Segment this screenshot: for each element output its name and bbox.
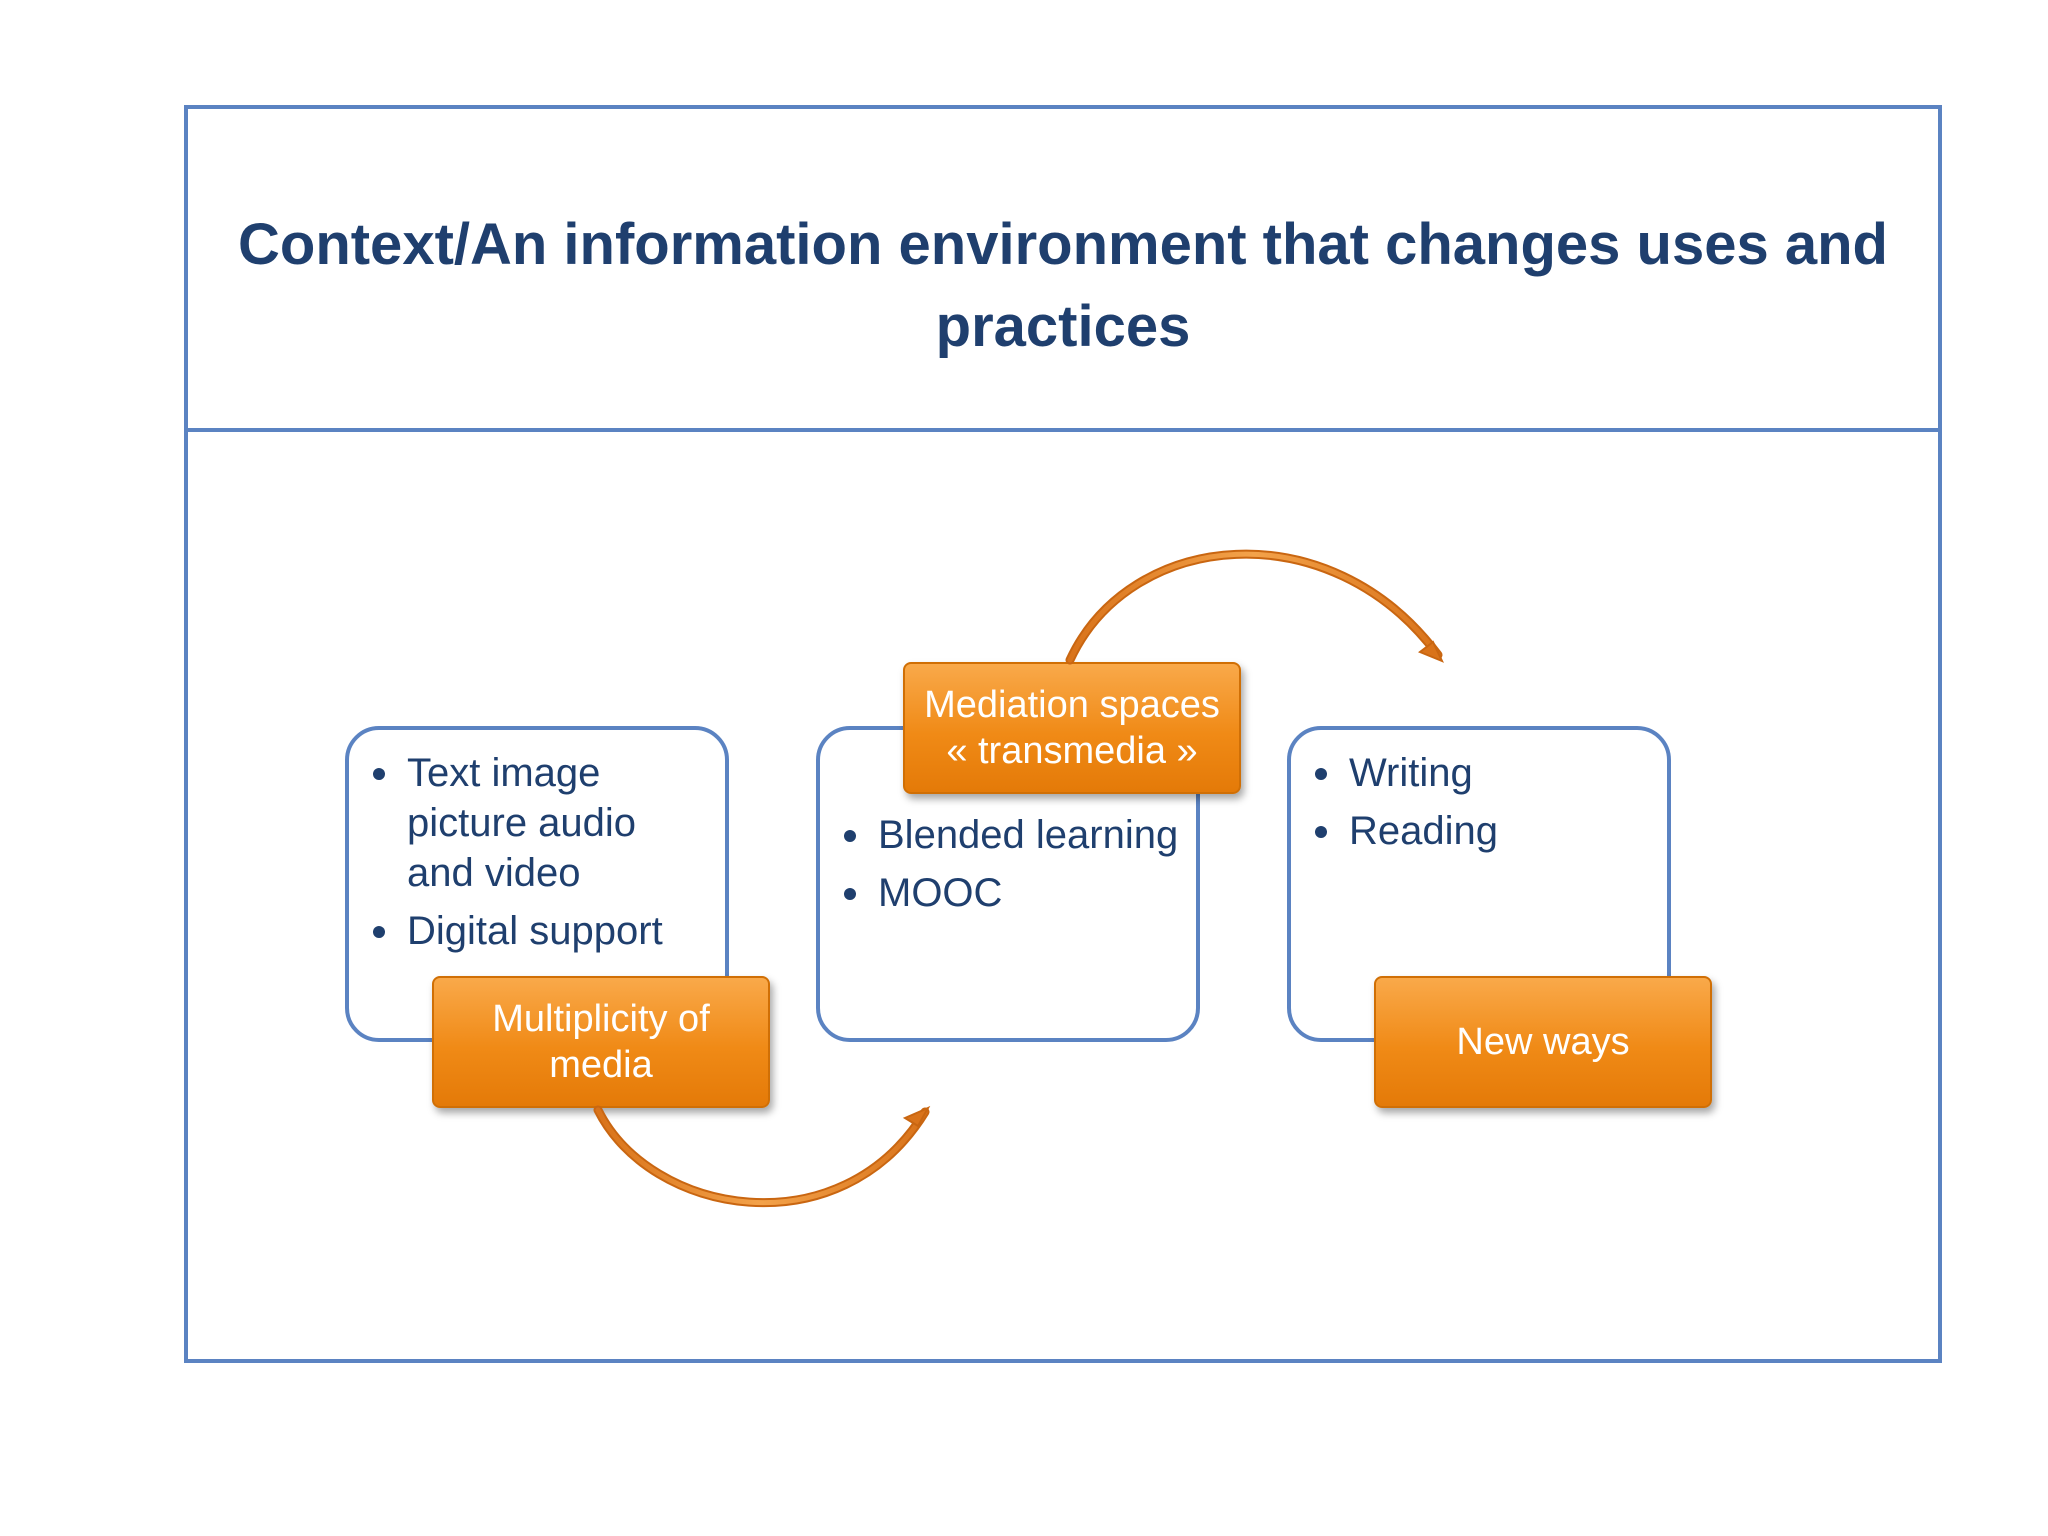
step-2-bullet-list: Blended learning MOOC — [838, 810, 1184, 918]
curved-arrow-icon — [1065, 549, 1445, 665]
step-3-label-box: New ways — [1374, 976, 1712, 1108]
step-1-bullet-item: Text image picture audio and video — [367, 748, 687, 898]
title-divider — [188, 428, 1938, 432]
slide-title: Context/An information environment that … — [238, 212, 1888, 359]
step-1-label-box: Multiplicity of media — [432, 976, 770, 1108]
step-3-bullet-item: Reading — [1309, 806, 1651, 856]
step-3-label-line: New ways — [1456, 1021, 1630, 1063]
step-2-label-line: Mediation spaces — [924, 684, 1220, 726]
step-3-bullet-item: Writing — [1309, 748, 1651, 798]
step-2-bullet-item: MOOC — [838, 868, 1184, 918]
step-1-bullet-item: Digital support — [367, 906, 709, 956]
step-3-bullet-list: Writing Reading — [1309, 748, 1651, 856]
step-1-bullet-list: Text image picture audio and video Digit… — [367, 748, 709, 956]
step-2-label-box: Mediation spaces « transmedia » — [903, 662, 1241, 794]
curved-arrow-icon — [593, 1105, 931, 1208]
step-1-label-line: Multiplicity of — [492, 998, 710, 1040]
step-1-label-line: media — [549, 1044, 653, 1086]
step-2-label-line: « transmedia » — [946, 730, 1198, 772]
step-2-bullet-item: Blended learning — [838, 810, 1184, 860]
